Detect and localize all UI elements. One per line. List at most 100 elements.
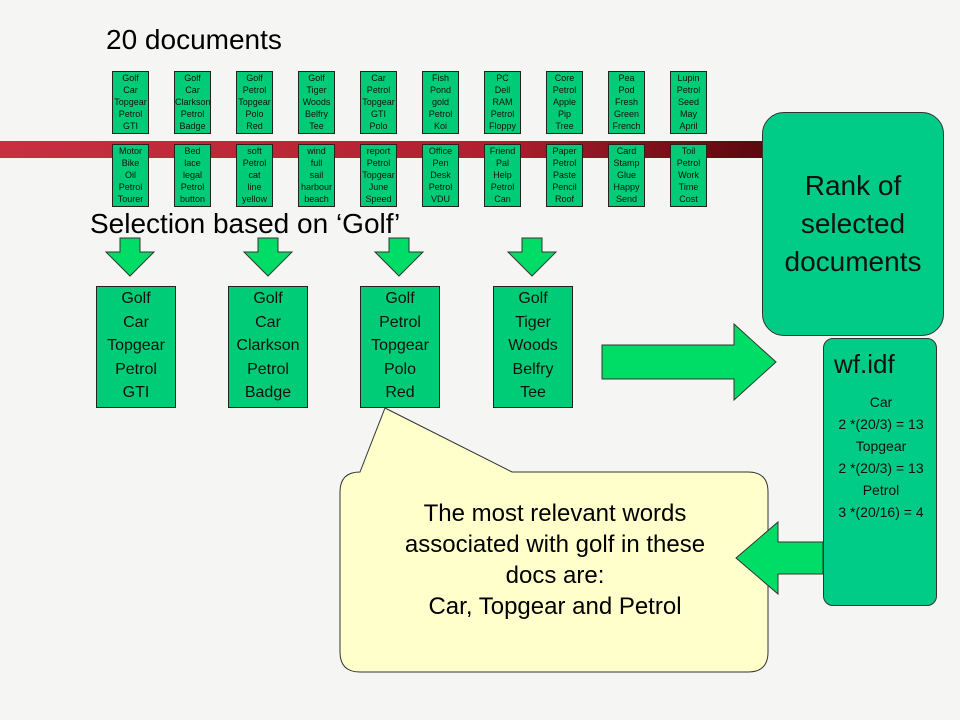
document-word: Topgear [362, 170, 395, 180]
down-arrow-icon [506, 237, 558, 277]
wfidf-title: wf.idf [834, 349, 895, 379]
document-word: Tourer [117, 194, 144, 204]
document-word: Can [494, 194, 511, 204]
document-word: Petrol [676, 85, 701, 95]
document-word: Golf [121, 290, 151, 307]
document-word: Petrol [366, 85, 391, 95]
document-word: RAM [492, 97, 513, 107]
document-word: Golf [184, 73, 201, 83]
document-word: gold [431, 97, 449, 107]
document-word: Clarkson [175, 97, 211, 107]
wfidf-line: Topgear [855, 438, 907, 454]
callout-line: Car, Topgear and Petrol [428, 593, 682, 620]
document-word: Pen [432, 158, 449, 168]
document-word: Golf [308, 73, 325, 83]
callout-text: The most relevant words associated with … [340, 498, 770, 622]
right-arrow-icon [601, 322, 777, 402]
document-word: May [679, 109, 697, 119]
document-word: Work [678, 170, 699, 180]
wfidf-line: Car [869, 394, 893, 410]
wfidf-line: 2 *(20/3) = 13 [838, 460, 924, 476]
document-word: harbour [300, 182, 333, 192]
document-word: Time [678, 182, 699, 192]
document-word: Petrol [242, 158, 267, 168]
document-word: report [366, 146, 391, 156]
document-word: line [247, 182, 262, 192]
document-word: Roof [554, 194, 574, 204]
document-word: Desk [430, 170, 451, 180]
document-word: GTI [371, 109, 386, 119]
document-word: Petrol [242, 85, 267, 95]
document-word: button [179, 194, 206, 204]
document-word: Car [123, 85, 138, 95]
callout-line: The most relevant words [423, 500, 687, 527]
document-word: Dell [494, 85, 511, 95]
document-word: legal [182, 170, 202, 180]
down-arrow-icon [104, 237, 156, 277]
document-word: Glue [616, 170, 636, 180]
document-word: Petrol [490, 182, 515, 192]
document-word: Car [371, 73, 386, 83]
document-word: Golf [122, 73, 139, 83]
document-word: yellow [241, 194, 267, 204]
document-word: Woods [508, 337, 558, 354]
document-word: Topgear [371, 337, 429, 354]
document-word: Tiger [306, 85, 327, 95]
callout-line: associated with golf in these [404, 531, 706, 558]
document-word: Speed [365, 194, 392, 204]
document-word: PC [496, 73, 509, 83]
document-word: Cost [679, 194, 698, 204]
document-word: Pencil [552, 182, 577, 192]
document-word: sail [309, 170, 324, 180]
document-word: Petrol [247, 360, 289, 378]
document-word: Petrol [490, 109, 515, 119]
document-word: Pal [495, 158, 509, 168]
document-word: Friend [489, 146, 516, 156]
document-word: lace [184, 158, 201, 168]
document-word: Paste [552, 170, 576, 180]
document-word: Woods [302, 97, 331, 107]
document-word: Happy [613, 182, 640, 192]
document-word: Badge [244, 384, 292, 401]
selection-label: Selection based on ‘Golf’ [90, 208, 401, 239]
rank-line: documents [784, 246, 922, 277]
document-word: April [679, 121, 698, 131]
document-word: Petrol [118, 109, 143, 119]
document-word: Oil [125, 170, 136, 180]
document-word: Car [185, 85, 200, 95]
document-word: Pond [429, 85, 452, 95]
document-word: Koi [433, 121, 447, 131]
document-word: Car [123, 313, 149, 331]
document-word: Tree [555, 121, 574, 131]
document-word: Petrol [552, 85, 577, 95]
document-word: GTI [123, 121, 138, 131]
wfidf-line: 2 *(20/3) = 13 [838, 416, 924, 432]
document-word: Lupin [677, 73, 700, 83]
document-word: French [612, 121, 641, 131]
wfidf-line: 3 *(20/16) = 4 [838, 504, 924, 520]
document-word: Petrol [180, 182, 205, 192]
document-word: Pea [618, 73, 635, 83]
document-word: Petrol [428, 109, 453, 119]
